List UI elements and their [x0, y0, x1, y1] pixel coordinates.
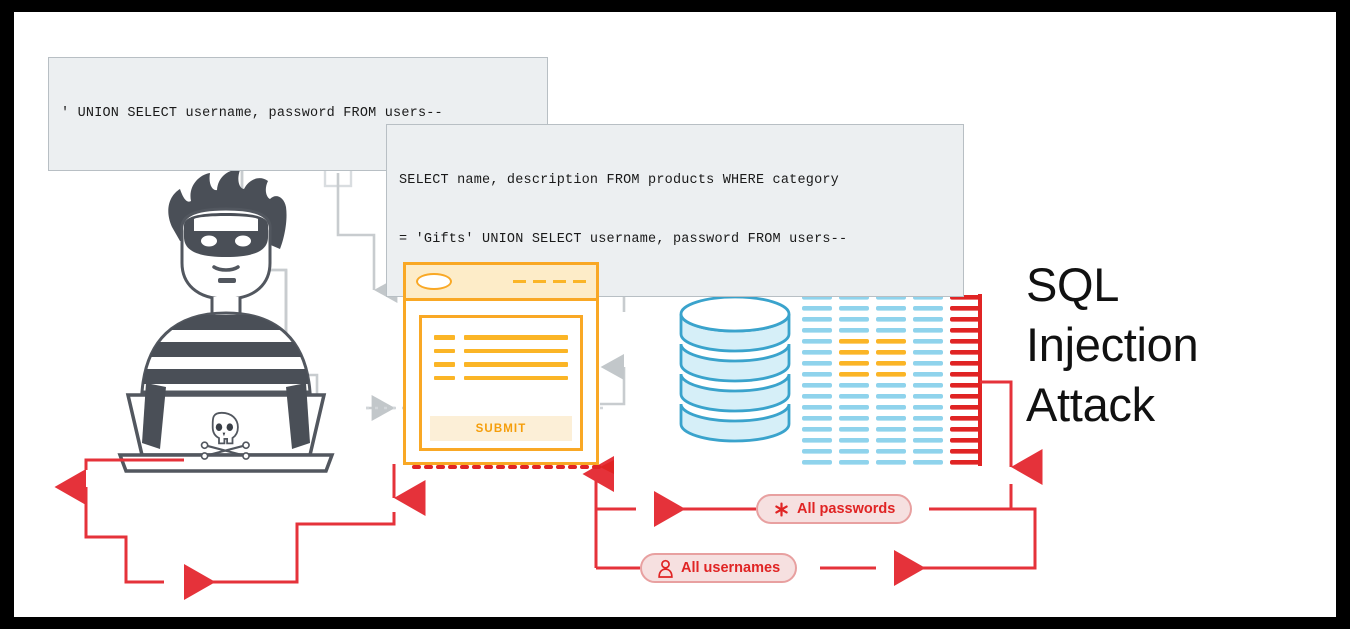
browser-titlebar	[406, 265, 596, 301]
code-line: SELECT name, description FROM products W…	[399, 173, 839, 189]
menu-dash	[513, 279, 526, 284]
title-line: Attack	[1026, 378, 1155, 432]
asterisk-icon	[775, 501, 788, 517]
field-label	[434, 375, 455, 380]
hacker-figure	[117, 169, 335, 473]
all-passwords-badge: All passwords	[756, 494, 913, 524]
menu-dash	[533, 279, 546, 284]
field-input[interactable]	[464, 348, 568, 353]
skull-and-crossbones-icon	[200, 411, 250, 460]
form-field-row[interactable]	[434, 375, 568, 380]
title-line: SQL	[1026, 258, 1120, 311]
title-line: Injection	[1026, 318, 1199, 372]
code-line: = 'Gifts' UNION SELECT username, passwor…	[399, 231, 848, 247]
field-label	[434, 335, 455, 340]
diagram-artwork	[48, 99, 1043, 600]
all-usernames-badge: All usernames	[640, 553, 798, 583]
form-field-row[interactable]	[434, 348, 568, 353]
browser-logo-icon	[416, 273, 452, 290]
records-grid	[802, 294, 982, 466]
field-label	[434, 362, 455, 367]
browser-window[interactable]: SUBMIT	[403, 262, 599, 465]
form-field-row[interactable]	[434, 335, 568, 340]
browser-menu-icon[interactable]	[513, 279, 586, 284]
badge-label: All passwords	[797, 501, 896, 517]
menu-dash	[553, 279, 566, 284]
browser-content: SUBMIT	[406, 301, 596, 462]
code-line: ' UNION SELECT username, password FROM u…	[61, 106, 443, 122]
submit-button[interactable]: SUBMIT	[430, 416, 572, 441]
field-label	[434, 348, 455, 353]
form-field-row[interactable]	[434, 362, 568, 367]
field-input[interactable]	[464, 335, 568, 340]
page-title: SQL Injection Attack	[1026, 255, 1316, 435]
field-input[interactable]	[464, 362, 568, 367]
return-to-hacker-flow	[54, 458, 426, 600]
person-icon	[658, 559, 673, 578]
login-form-card: SUBMIT	[419, 315, 583, 451]
field-input[interactable]	[464, 375, 568, 380]
diagram-canvas: ' UNION SELECT username, password FROM u…	[14, 12, 1336, 617]
leak-arrow-into-browser	[600, 460, 614, 474]
badge-label: All usernames	[681, 560, 781, 576]
exfiltration-flow	[582, 380, 1043, 586]
menu-dash	[573, 279, 586, 284]
database-cylinder	[679, 295, 791, 443]
